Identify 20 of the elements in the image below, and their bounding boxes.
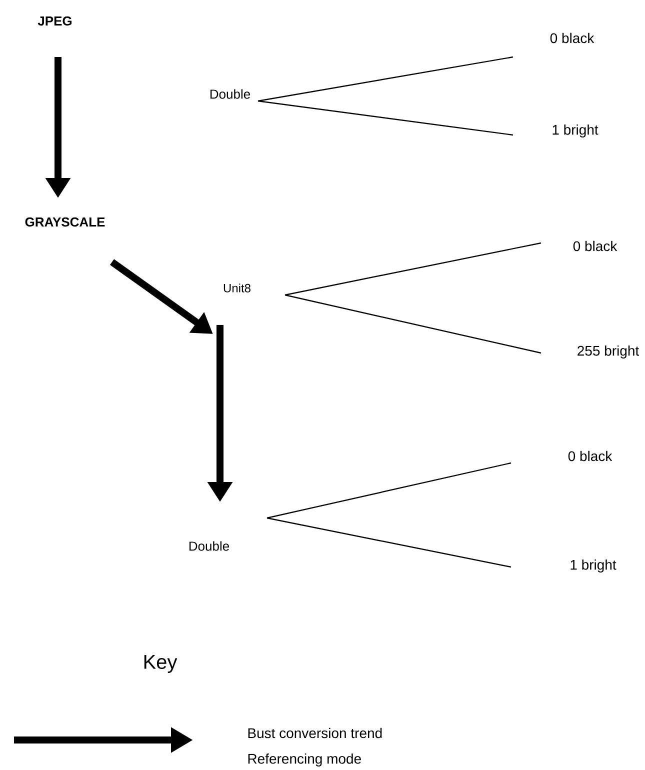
branch-line — [258, 100, 514, 136]
value-label: 1 bright — [570, 559, 616, 573]
value-label: 1 bright — [552, 124, 598, 138]
branch-line — [258, 56, 514, 102]
value-label: 0 black — [568, 450, 612, 462]
value-label: 0 black — [550, 32, 594, 44]
branch-line — [266, 462, 512, 519]
type-label: Unit8 — [224, 284, 250, 292]
value-label: 0 black — [573, 240, 618, 252]
branch-line — [266, 517, 512, 568]
legend-text: Bust conversion trend — [248, 728, 382, 738]
branch-line — [284, 242, 542, 296]
type-label: Double — [189, 541, 229, 551]
value-label: 255 bright — [578, 345, 640, 359]
legend-text: Referencing mode — [248, 753, 361, 767]
branch-line — [284, 294, 542, 354]
key-heading: Key — [144, 655, 178, 673]
title-label: JPEG — [38, 16, 72, 26]
title-label: GRAYSCALE — [25, 217, 105, 227]
type-label: Double — [210, 89, 250, 99]
